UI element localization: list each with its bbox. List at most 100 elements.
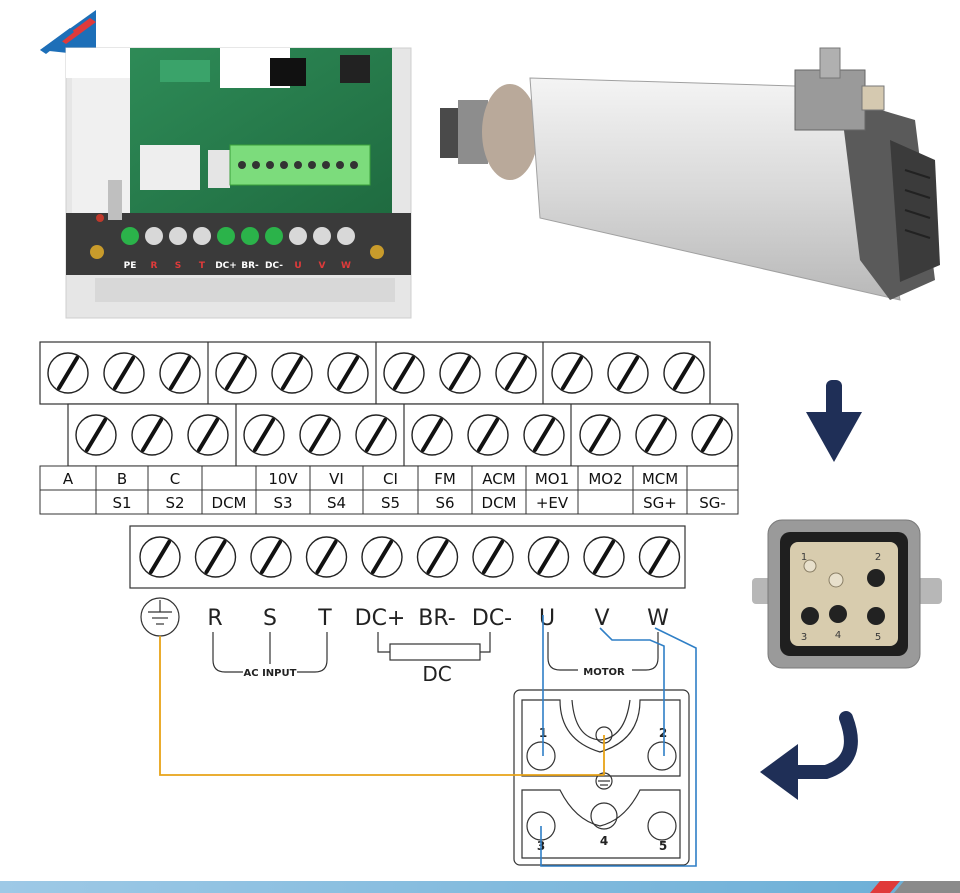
spindle-motor-photo [440,47,940,301]
power-label-dcplus: DC+ [355,606,406,631]
inverter-label-r: R [151,261,158,271]
control-screw-top [607,352,649,394]
arrow-down-icon [806,380,862,462]
control-label-top: B [117,470,127,488]
control-label-table [39,465,739,515]
power-screw [638,536,681,578]
power-label-brminus: BR- [418,606,455,631]
control-label-top: MCM [642,470,678,488]
inverter-label-brminus: BR- [241,261,259,271]
power-screw [527,536,570,578]
bottom-decor-bar [0,881,960,893]
inverter-label-u: U [294,261,301,271]
control-label-bottom: S1 [112,494,131,512]
phase-wires [540,615,697,867]
power-screw [361,536,403,578]
control-screw-top [327,352,369,394]
control-screw-bottom [579,414,621,456]
inverter-label-dcplus: DC+ [215,261,237,271]
dc-label: DC [422,662,451,686]
dc-brake-resistor [377,632,491,661]
control-screw-bottom [691,414,733,456]
control-label-bottom: DCM [482,494,517,512]
control-screw-bottom [187,414,229,456]
power-screw [472,536,514,578]
control-label-bottom: S6 [435,494,454,512]
power-screw [194,536,237,578]
control-label-bottom: +EV [536,494,569,512]
control-label-bottom: S5 [381,494,400,512]
control-screws-row-1 [47,352,705,394]
connector-pin-5: 5 [875,632,881,643]
control-label-top: A [63,470,74,488]
connector-pin-2: 2 [875,552,881,563]
connector-photo [752,519,942,669]
plug-pin-5: 5 [659,839,667,853]
control-screw-top [663,352,705,394]
control-screw-top [215,352,257,394]
power-screw [416,536,459,578]
control-screw-top [383,352,425,394]
control-label-top: VI [329,470,344,488]
power-label-dcminus: DC- [472,606,512,631]
inverter-label-dcminus: DC- [265,261,283,271]
ac-input-bracket [212,632,328,673]
power-screw [305,536,348,578]
control-terminal-row-1 [39,341,711,405]
control-label-bottom: S4 [327,494,346,512]
inverter-photo: PE R S T DC+ BR- DC- U V W [65,47,412,319]
control-screw-bottom [299,414,341,456]
power-label-u: U [539,606,555,631]
control-screw-top [103,352,145,394]
plug-pin-2: 2 [659,726,667,740]
power-screw [250,536,292,578]
curved-return-arrow-icon [760,711,858,800]
power-screw [139,536,181,578]
brand-logo [40,10,96,56]
control-label-top: MO2 [588,470,622,488]
inverter-label-pe: PE [124,261,137,271]
control-screw-bottom [411,414,453,456]
inverter-label-t: T [199,261,206,271]
control-screw-bottom [355,414,397,456]
control-label-grid [95,466,688,514]
control-label-bottom: S3 [273,494,292,512]
power-label-t: T [317,606,332,631]
inverter-label-s: S [175,261,181,271]
ground-symbol-icon [140,597,180,637]
control-label-top: CI [383,470,398,488]
control-label-bottom: S2 [165,494,184,512]
control-label-top: MO1 [535,470,569,488]
connector-pin-4: 4 [835,630,841,641]
ground-wire [159,636,605,776]
control-screw-top [439,352,481,394]
control-label-top: C [170,470,180,488]
power-screw [583,536,625,578]
control-screws-row-2 [75,414,733,456]
control-label-top: 10V [268,470,298,488]
control-label-bottom: DCM [212,494,247,512]
control-label-bottom: SG- [699,494,726,512]
control-screw-top [495,352,537,394]
connector-pin-1: 1 [801,552,807,563]
power-label-s: S [263,606,277,631]
control-screw-bottom [635,414,677,456]
control-screw-bottom [523,414,565,456]
control-label-top: ACM [482,470,515,488]
control-screw-bottom [467,414,509,456]
motor-bracket [547,632,659,671]
inverter-label-v: V [319,261,326,271]
control-screw-bottom [131,414,173,456]
control-screw-top [159,352,201,394]
inverter-label-w: W [341,261,351,271]
connector-pin-3: 3 [801,632,807,643]
control-terminal-row-2 [67,403,739,467]
control-screw-bottom [243,414,285,456]
ac-input-label: AC INPUT [244,668,297,679]
power-screws [139,536,681,578]
power-label-r: R [207,606,222,631]
plug-pin-4: 4 [600,834,608,848]
power-label-v: V [594,606,609,631]
motor-label: MOTOR [583,667,625,678]
